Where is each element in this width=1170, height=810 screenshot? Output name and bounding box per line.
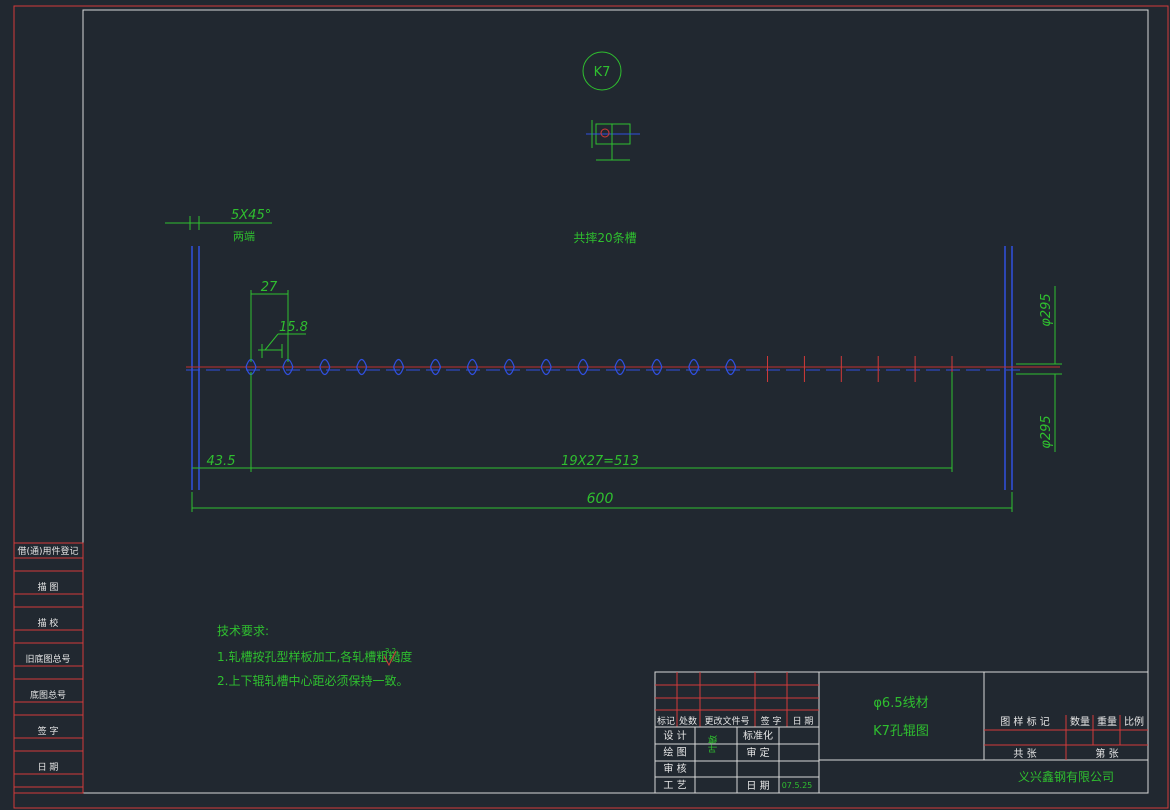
sign-grid (655, 726, 819, 793)
standardize-label: 标准化 (743, 729, 773, 742)
diameter-upper-dim: φ295 (1039, 293, 1054, 326)
sign-row-label: 设 计 (663, 729, 686, 742)
section-label: K7 (594, 65, 611, 80)
pitch-dimension-lines (250, 290, 289, 362)
sheet-number: 第 张 (1095, 747, 1118, 760)
side-table-row: 底图总号 (14, 689, 83, 716)
side-table-row: 描 图 (14, 581, 83, 608)
approve-label: 审 定 (746, 746, 769, 759)
groove-span-dim: 19X27=513 (561, 454, 639, 469)
chamfer-leader (165, 216, 272, 230)
designer-signature: 叶敏 (707, 735, 719, 753)
stage-header: 图 样 标 记 (1000, 715, 1050, 728)
diameter-dimension-lines (1016, 286, 1062, 452)
stage-grid (984, 715, 1148, 760)
groove (651, 358, 663, 376)
roughness-symbol (383, 650, 397, 667)
roll-ends (191, 246, 1013, 490)
groove-width-dim: 15.8 (279, 320, 308, 335)
grooves (245, 356, 953, 382)
sign-rows: 设 计绘 图审 核工 艺 (663, 729, 686, 792)
side-table-row: 签 字 (14, 725, 83, 752)
groove (319, 358, 331, 376)
stage-headers: 图 样 标 记 数量重量比例 (1000, 715, 1144, 728)
side-table-label: 签 字 (38, 725, 59, 737)
revision-header: 标记 (657, 715, 675, 727)
groove-width-leader (258, 333, 306, 358)
groove (540, 358, 552, 376)
stage-header: 数量 (1070, 715, 1090, 728)
title-line-1: φ6.5线材 (873, 696, 928, 711)
tech-item-1-end: ; (397, 650, 401, 664)
groove (282, 358, 294, 376)
date-label: 日 期 (746, 780, 769, 792)
groove (577, 358, 589, 376)
revision-grid (655, 672, 819, 727)
chamfer-sub: 两端 (233, 230, 255, 243)
diameter-lower-dim: φ295 (1039, 415, 1054, 448)
tech-item-2: 2.上下辊轧槽中心距必须保持一致。 (217, 673, 408, 688)
company-name: 义兴鑫钢有限公司 (1018, 769, 1114, 784)
date-value: 07.5.25 (782, 781, 813, 790)
lower-dimension-lines (191, 372, 1013, 512)
side-table-label: 借(通)用件登记 (17, 545, 78, 557)
end-offset-dim: 43.5 (207, 454, 236, 469)
section-circle (582, 51, 622, 91)
groove (614, 358, 626, 376)
roughness-value: 3.2 (385, 647, 396, 655)
side-table-row: 旧底图总号 (14, 653, 83, 680)
stage-header: 重量 (1097, 715, 1117, 728)
sign-row-label: 工 艺 (663, 780, 686, 792)
groove (245, 358, 257, 376)
tech-heading: 技术要求: (217, 624, 269, 638)
outer-frame (13, 5, 1169, 809)
side-table-label: 旧底图总号 (25, 653, 70, 665)
revision-header: 处数 (679, 715, 697, 727)
sign-row-label: 绘 图 (663, 746, 686, 759)
side-table-label: 日 期 (38, 762, 59, 773)
stage-header: 比例 (1124, 715, 1144, 728)
revision-header: 签 字 (761, 715, 782, 727)
side-table-label: 描 校 (38, 617, 59, 629)
groove (429, 358, 442, 376)
title-line-2: K7孔辊图 (873, 724, 929, 739)
sign-row-label: 审 核 (663, 762, 686, 775)
side-table-row: 描 校 (14, 617, 83, 644)
side-table (13, 542, 84, 794)
revision-header: 更改文件号 (704, 715, 749, 727)
groove (503, 358, 515, 376)
top-note: 共摔20条槽 (573, 231, 636, 245)
groove (356, 358, 368, 376)
side-table-row: 日 期 (14, 762, 83, 788)
pass-profile-sketch (586, 120, 640, 161)
revision-headers: 标记处数更改文件号签 字日 期 (657, 715, 813, 727)
groove (688, 358, 700, 376)
side-table-label: 描 图 (38, 581, 59, 593)
groove (466, 358, 479, 376)
total-length-dim: 600 (587, 491, 614, 507)
chamfer-note: 5X45° (231, 208, 271, 223)
groove (393, 358, 405, 376)
revision-header: 日 期 (793, 716, 814, 727)
sheet-total: 共 张 (1013, 748, 1036, 760)
side-table-row: 借(通)用件登记 (14, 545, 83, 572)
side-table-label: 底图总号 (30, 689, 66, 701)
groove (725, 358, 737, 376)
tech-item-1: 1.轧槽按孔型样板加工,各轧槽粗糙度 (217, 649, 412, 664)
pitch-dim: 27 (261, 280, 278, 295)
drawing-border (82, 9, 1149, 794)
